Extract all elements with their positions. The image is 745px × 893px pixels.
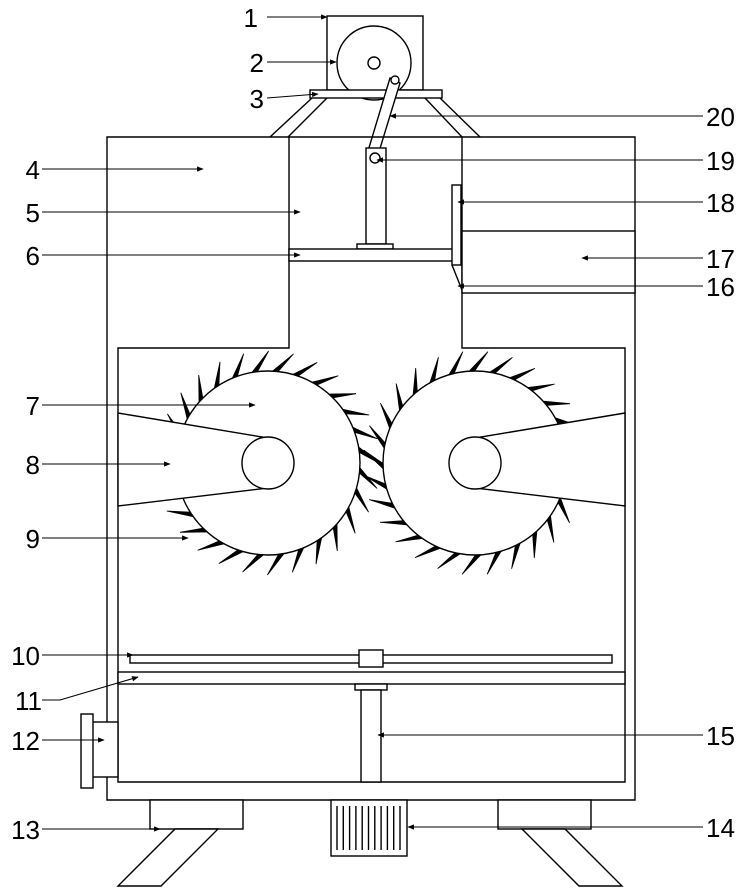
roller-spike [438, 553, 461, 569]
side-door-hinge [81, 714, 93, 788]
roller-spike [219, 550, 243, 564]
label-20: 20 [706, 102, 735, 132]
roller-spike [243, 554, 264, 572]
leg-right [522, 829, 622, 886]
drive-shaft [361, 690, 381, 782]
motor-pulley [337, 26, 411, 100]
roller-spike [533, 531, 537, 558]
label-5: 5 [26, 198, 40, 228]
roller-spike [267, 554, 284, 575]
label-11: 11 [15, 686, 42, 716]
roller-spike [252, 351, 269, 372]
roller-shaft-left [242, 437, 294, 489]
mount-support-left-inner [288, 98, 327, 137]
motor-assembly [270, 16, 480, 155]
piston-pin [370, 153, 380, 163]
foot-left [150, 800, 243, 829]
roller-spike [469, 352, 488, 372]
piston-foot [357, 244, 393, 249]
roller-spike [167, 511, 194, 517]
side-box [462, 231, 635, 293]
crank-pin [391, 76, 399, 84]
roller-spike [181, 393, 190, 419]
label-19: 19 [706, 146, 735, 176]
roller-spike [543, 401, 570, 405]
guide-rail [452, 185, 461, 265]
roller-spike [449, 352, 463, 375]
label-8: 8 [26, 450, 40, 480]
roller-spike [333, 524, 337, 551]
roller-spike [510, 368, 535, 380]
roller-spike [487, 551, 501, 574]
label-15: 15 [706, 721, 735, 751]
base-assembly [118, 800, 622, 886]
roller-spike [343, 409, 370, 415]
side-door [90, 722, 118, 777]
roller-spike [380, 403, 392, 428]
roller-spike [396, 535, 423, 542]
label-3: 3 [250, 84, 264, 114]
roller-spike [364, 450, 384, 469]
bearing-collar [355, 684, 387, 690]
scraper-hub [359, 650, 383, 667]
label-2: 2 [250, 48, 264, 78]
label-18: 18 [706, 188, 735, 218]
partition-plate [118, 672, 625, 684]
roller-spike [528, 384, 555, 391]
roller-spike [462, 555, 481, 575]
press-plate [289, 249, 462, 261]
label-9: 9 [26, 524, 40, 554]
motor-mount-plate [310, 90, 442, 98]
leg-left [118, 829, 218, 886]
label-7: 7 [26, 391, 40, 421]
roller-spike [396, 384, 403, 411]
roller-spike [558, 498, 570, 523]
roller-spike [547, 516, 554, 543]
mount-support-right [440, 98, 480, 137]
label-10: 10 [11, 641, 40, 671]
label-4: 4 [26, 155, 40, 185]
roller-spike [199, 375, 203, 402]
label-13: 13 [11, 815, 40, 845]
roller-spike [413, 368, 417, 395]
foot-right [498, 800, 591, 829]
roller-spike [346, 507, 355, 533]
roller-spike [355, 488, 369, 512]
label-14: 14 [706, 813, 735, 843]
roller-spike [214, 362, 220, 389]
label-6: 6 [26, 241, 40, 271]
label-1: 1 [244, 3, 258, 33]
roller-spike [293, 362, 317, 376]
roller-spike [180, 528, 207, 532]
mount-support-right-inner [425, 98, 462, 137]
label-12: 12 [11, 726, 40, 756]
label-16: 16 [706, 272, 735, 302]
roller-shaft-right [449, 437, 501, 489]
roller-spike [312, 376, 338, 385]
roller-spike [415, 546, 440, 558]
roller-spike [490, 357, 513, 373]
roller-spike [273, 354, 294, 372]
roller-spike [316, 538, 322, 565]
lower-chamber [81, 650, 625, 788]
roller-spike [380, 521, 407, 525]
label-17: 17 [706, 244, 735, 274]
roller-spike [198, 541, 224, 550]
mount-support-left [270, 98, 312, 137]
roller-spike [329, 394, 356, 398]
